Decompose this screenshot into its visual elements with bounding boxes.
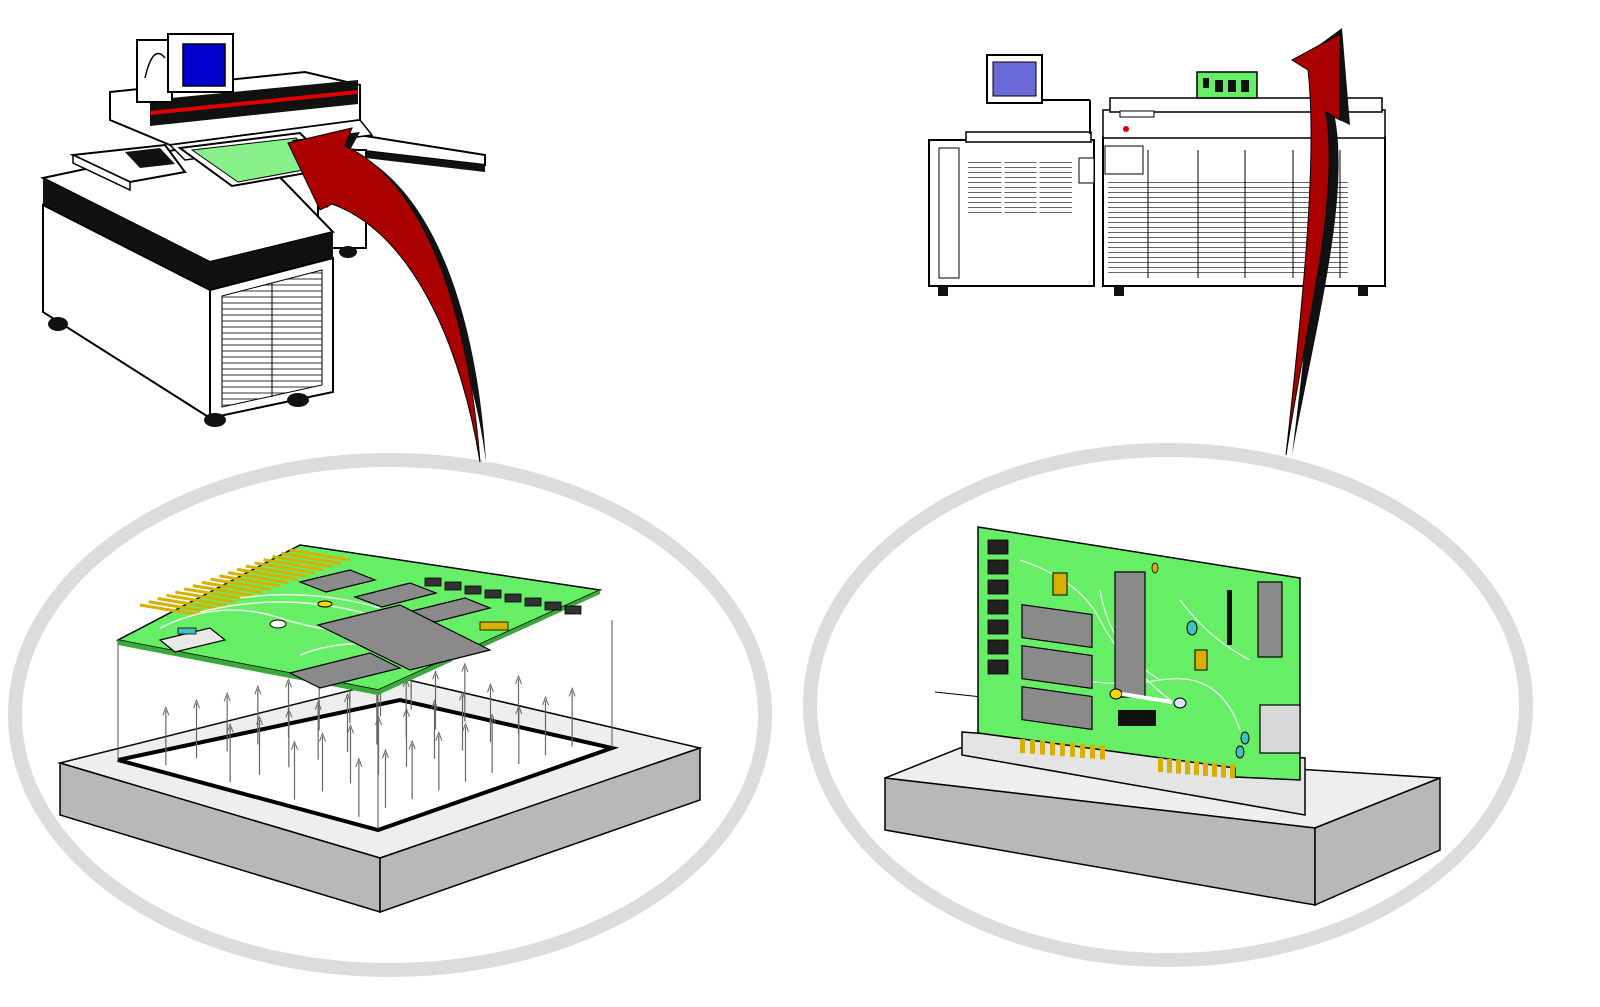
dip-switch	[987, 579, 1009, 595]
probe-pin	[314, 700, 322, 760]
gold-finger	[254, 561, 315, 575]
gold-finger	[166, 593, 227, 607]
probe-pin	[344, 692, 351, 753]
probe-pin	[254, 684, 262, 745]
card-finger	[1060, 742, 1065, 757]
probe-pin	[432, 669, 439, 730]
left-transfer-arrow	[287, 127, 490, 463]
resistor	[479, 621, 509, 631]
small-chip	[424, 577, 442, 587]
probe-pin	[319, 732, 326, 792]
probe-pin	[542, 695, 549, 756]
dip-switch	[987, 559, 1009, 575]
probe-pin	[568, 686, 576, 747]
gold-finger	[183, 587, 245, 601]
probe-pin	[226, 723, 234, 783]
left-highlight-ring	[8, 453, 772, 977]
small-chip	[484, 589, 502, 599]
gold-finger	[192, 584, 254, 598]
probe-pin	[291, 740, 298, 800]
pcb-with-edge-connector	[115, 544, 603, 695]
probe-pin	[488, 713, 496, 773]
gold-finger	[201, 580, 263, 594]
edge-connector-fingers	[139, 548, 351, 617]
gold-finger	[139, 603, 201, 617]
probe-pin	[435, 731, 443, 791]
probe-pin	[285, 707, 293, 768]
dip-switch-column	[987, 539, 1009, 675]
probe-pin	[487, 682, 494, 743]
card-finger	[1090, 744, 1095, 759]
gold-finger	[148, 600, 210, 614]
small-chip	[444, 581, 462, 591]
gold-finger	[175, 590, 236, 604]
card-finger	[1070, 743, 1075, 757]
probe-pin	[461, 662, 469, 722]
card-finger	[1230, 764, 1235, 779]
gold-finger	[272, 554, 333, 568]
gold-finger	[227, 571, 289, 585]
probe-pin	[223, 691, 231, 752]
gold-finger	[210, 577, 271, 591]
small-chip	[564, 605, 582, 615]
small-chip	[524, 597, 542, 607]
card-finger	[1176, 759, 1181, 774]
small-chip	[504, 593, 522, 603]
probe-pin	[431, 699, 438, 759]
probe-pin	[462, 722, 469, 782]
probe-pin	[193, 698, 200, 759]
dip-switch	[987, 659, 1009, 675]
gold-finger	[280, 551, 342, 565]
small-components	[177, 577, 582, 635]
probe-pin	[256, 715, 263, 775]
probe-pin	[355, 757, 363, 817]
card-finger	[1080, 743, 1085, 758]
probe-pin	[382, 748, 389, 809]
card-finger	[1050, 741, 1055, 756]
card-finger	[1167, 758, 1172, 773]
probe-pin	[347, 723, 354, 784]
gold-finger	[263, 558, 324, 572]
probe-pin	[408, 739, 416, 800]
probe-pin	[515, 704, 523, 765]
pcb-card-inserted	[977, 526, 1301, 781]
small-chip	[544, 601, 562, 611]
card-finger	[1030, 739, 1035, 754]
card-finger	[1020, 739, 1025, 753]
gold-finger	[236, 567, 298, 581]
right-highlight-ring	[803, 443, 1533, 967]
probe-pin	[403, 707, 410, 767]
dip-switch	[987, 619, 1009, 635]
dip-switch	[987, 639, 1009, 655]
capacitor	[177, 627, 197, 635]
probe-pin	[162, 705, 170, 766]
gold-finger	[289, 548, 351, 562]
card-finger	[1185, 760, 1190, 775]
card-finger	[1221, 763, 1226, 778]
card-finger	[1194, 761, 1199, 776]
gold-finger	[157, 597, 218, 611]
card-edge-fingers	[1020, 739, 1235, 779]
gold-finger	[219, 574, 280, 588]
gold-finger	[245, 564, 307, 578]
card-finger	[1040, 740, 1045, 755]
card-finger	[1203, 762, 1208, 776]
probe-pin	[375, 715, 382, 776]
card-finger	[1100, 745, 1105, 760]
card-finger	[1158, 758, 1163, 772]
right-transfer-arrow	[1285, 28, 1350, 456]
small-chip	[464, 585, 482, 595]
dip-switch	[987, 539, 1009, 555]
card-finger	[1212, 762, 1217, 777]
probe-pin	[459, 691, 466, 751]
bed-of-nails-fixture	[57, 620, 703, 914]
dip-switch	[987, 599, 1009, 615]
